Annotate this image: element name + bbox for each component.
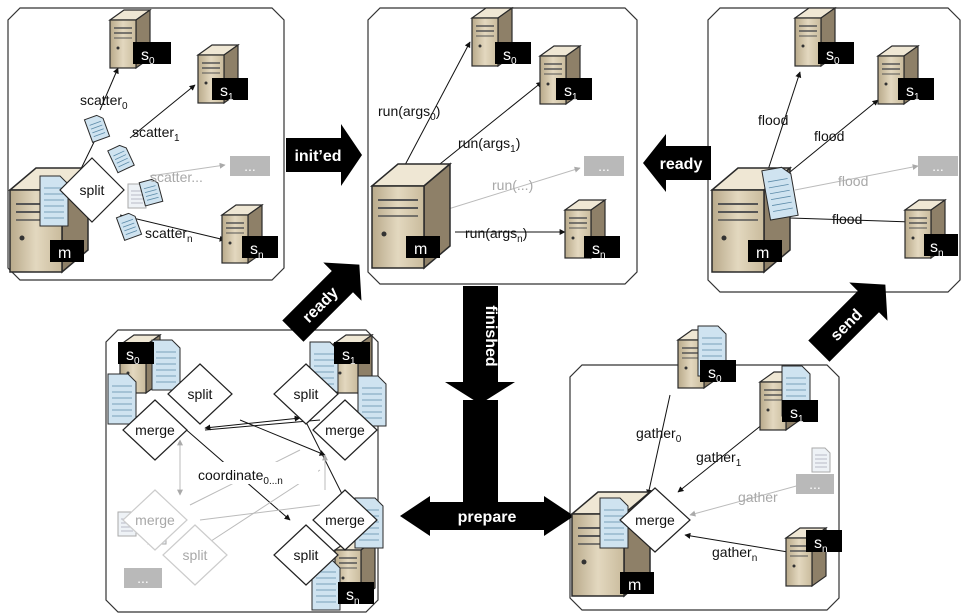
document-icon [151,339,181,391]
flood-label: flood [814,128,844,144]
panel-coordinate: s0 s1 sn split merge split merge merge s… [107,334,387,611]
arrow-ready-top: ready [643,134,711,192]
sn-badge: sn [250,241,264,261]
s1-badge: s1 [790,405,804,425]
arrow-finished: finished [445,286,515,404]
gather0-label: gather0 [636,425,682,445]
scatter-dots-label: scatter... [150,169,203,185]
ellipsis-label: ... [598,158,610,174]
scatter1-label: scatter1 [132,124,180,144]
ellipsis-label: ... [932,158,944,174]
sn-badge: sn [814,535,828,555]
s1-badge: s1 [564,83,578,103]
merge-label: merge [635,512,675,528]
s0-badge: s0 [503,47,517,67]
coordinate-label: coordinate0...n [198,467,283,487]
panel-run: s0 s1 sn m run(args0) run(args1) run(...… [371,7,624,269]
merge-grey-label: merge [135,512,175,528]
m-badge: m [414,241,427,258]
split-grey-label: split [183,547,208,563]
panel-flood: s0 s1 sn m flood flood flood flood ... [711,7,958,273]
arrow-initd: init’ed [286,124,362,186]
merge-label: merge [325,422,365,438]
m-badge: m [756,245,769,262]
s0-badge: s0 [126,347,140,367]
run1-label: run(args1) [458,135,520,155]
document-icon [107,373,137,425]
arrow-prepare-stem [463,400,498,502]
arrow-ready-top-label: ready [660,156,703,173]
document-icon [39,175,69,227]
arrow-prepare-label: prepare [458,509,517,526]
panel-gather: s0 s1 sn m merge gather0 gather1 gather … [571,325,842,597]
merge-label: merge [135,422,175,438]
sn-badge: sn [592,241,606,261]
gather1-label: gather1 [696,449,742,469]
flood-label: flood [758,112,788,128]
gather-dots-label: gather [738,489,778,505]
scatter0-label: scatter0 [80,92,128,112]
run-dots-label: run(...) [492,177,533,193]
gatherN-label: gathern [712,544,757,564]
arrow-prepare: prepare [400,496,574,536]
s0-badge: s0 [708,365,722,385]
document-icon [811,447,831,473]
arrow-initd-label: init’ed [294,148,341,165]
split-label: split [80,182,105,198]
split-label: split [188,386,213,402]
sn-badge: sn [346,587,360,607]
panel-scatter: s0 s1 sn m split scatter0 scatter1 scatt… [9,9,278,273]
s1-badge: s1 [342,347,356,367]
flood-label: flood [832,211,862,227]
sn-badge: sn [930,239,944,259]
scatterN-label: scattern [145,225,193,245]
run0-label: run(args0) [378,103,440,123]
s0-badge: s0 [826,47,840,67]
s1-badge: s1 [220,83,234,103]
flood-grey-label: flood [838,173,868,189]
m-badge: m [58,245,71,262]
ellipsis-label: ... [809,476,821,492]
s1-badge: s1 [906,83,920,103]
split-label: split [294,386,319,402]
split-label: split [294,547,319,563]
s0-badge: s0 [141,47,155,67]
ellipsis-label: ... [244,158,256,174]
runN-label: run(argsn) [465,225,527,245]
merge-label: merge [325,512,365,528]
m-badge: m [628,577,641,594]
ellipsis-label: ... [137,570,149,586]
arrow-finished-label: finished [482,305,499,366]
